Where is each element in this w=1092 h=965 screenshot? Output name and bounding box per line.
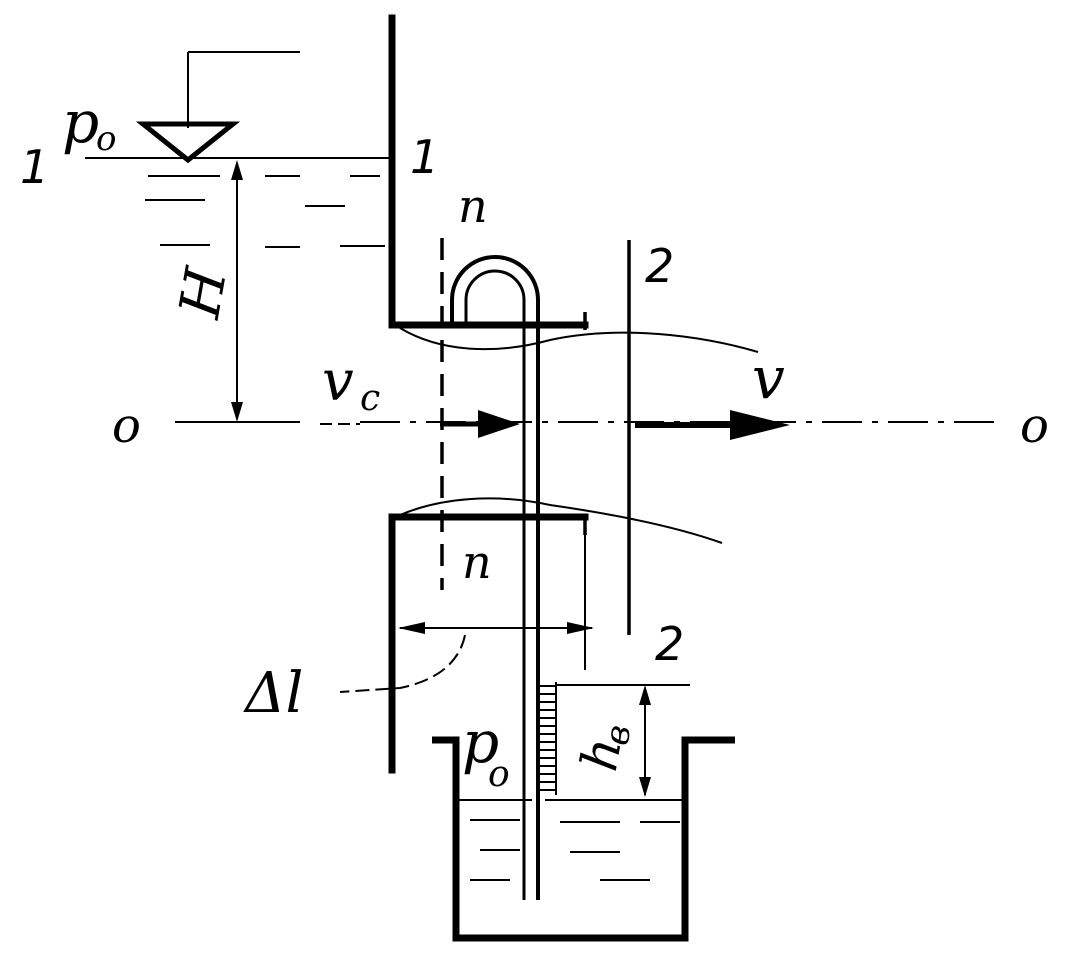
label-section1-left: 1 (20, 140, 49, 194)
label-section2-bottom: 2 (655, 617, 684, 671)
label-hv: h в (570, 722, 639, 775)
svg-text:v: v (322, 349, 354, 414)
delta-l-dimension (339, 535, 594, 693)
label-n-bottom: n (462, 535, 492, 589)
jet-streamlines (399, 327, 759, 544)
label-axis-right: o (1020, 398, 1049, 454)
label-section2-top: 2 (645, 239, 674, 293)
label-delta-l: Δl (243, 661, 303, 726)
piezometer-tube (450, 255, 540, 900)
free-surface-upper (85, 51, 392, 248)
axis-line (175, 421, 1000, 425)
label-velocity-v: v (752, 344, 785, 412)
svg-text:o: o (488, 754, 510, 795)
label-depth-h: H (167, 262, 240, 324)
label-velocity-vc: v c (322, 349, 380, 419)
depth-h-dimension (231, 160, 243, 422)
svg-text:p: p (462, 708, 499, 776)
velocity-arrow-v (635, 410, 790, 440)
label-p0-bottom: p o (462, 708, 510, 795)
svg-text:o: o (96, 119, 116, 159)
tank-wall-lower (388, 513, 589, 774)
hv-dimension (555, 684, 690, 797)
label-n-top: n (458, 179, 488, 233)
tank-wall-upper (388, 14, 589, 330)
velocity-arrow-vc (440, 410, 520, 438)
svg-text:p: p (62, 88, 99, 156)
label-p0-top: p o (62, 88, 116, 159)
lower-vessel (432, 736, 735, 942)
svg-text:c: c (360, 378, 380, 419)
label-axis-left: o (112, 398, 141, 454)
tube-scale (538, 682, 557, 795)
label-section1-right: 1 (410, 130, 439, 184)
